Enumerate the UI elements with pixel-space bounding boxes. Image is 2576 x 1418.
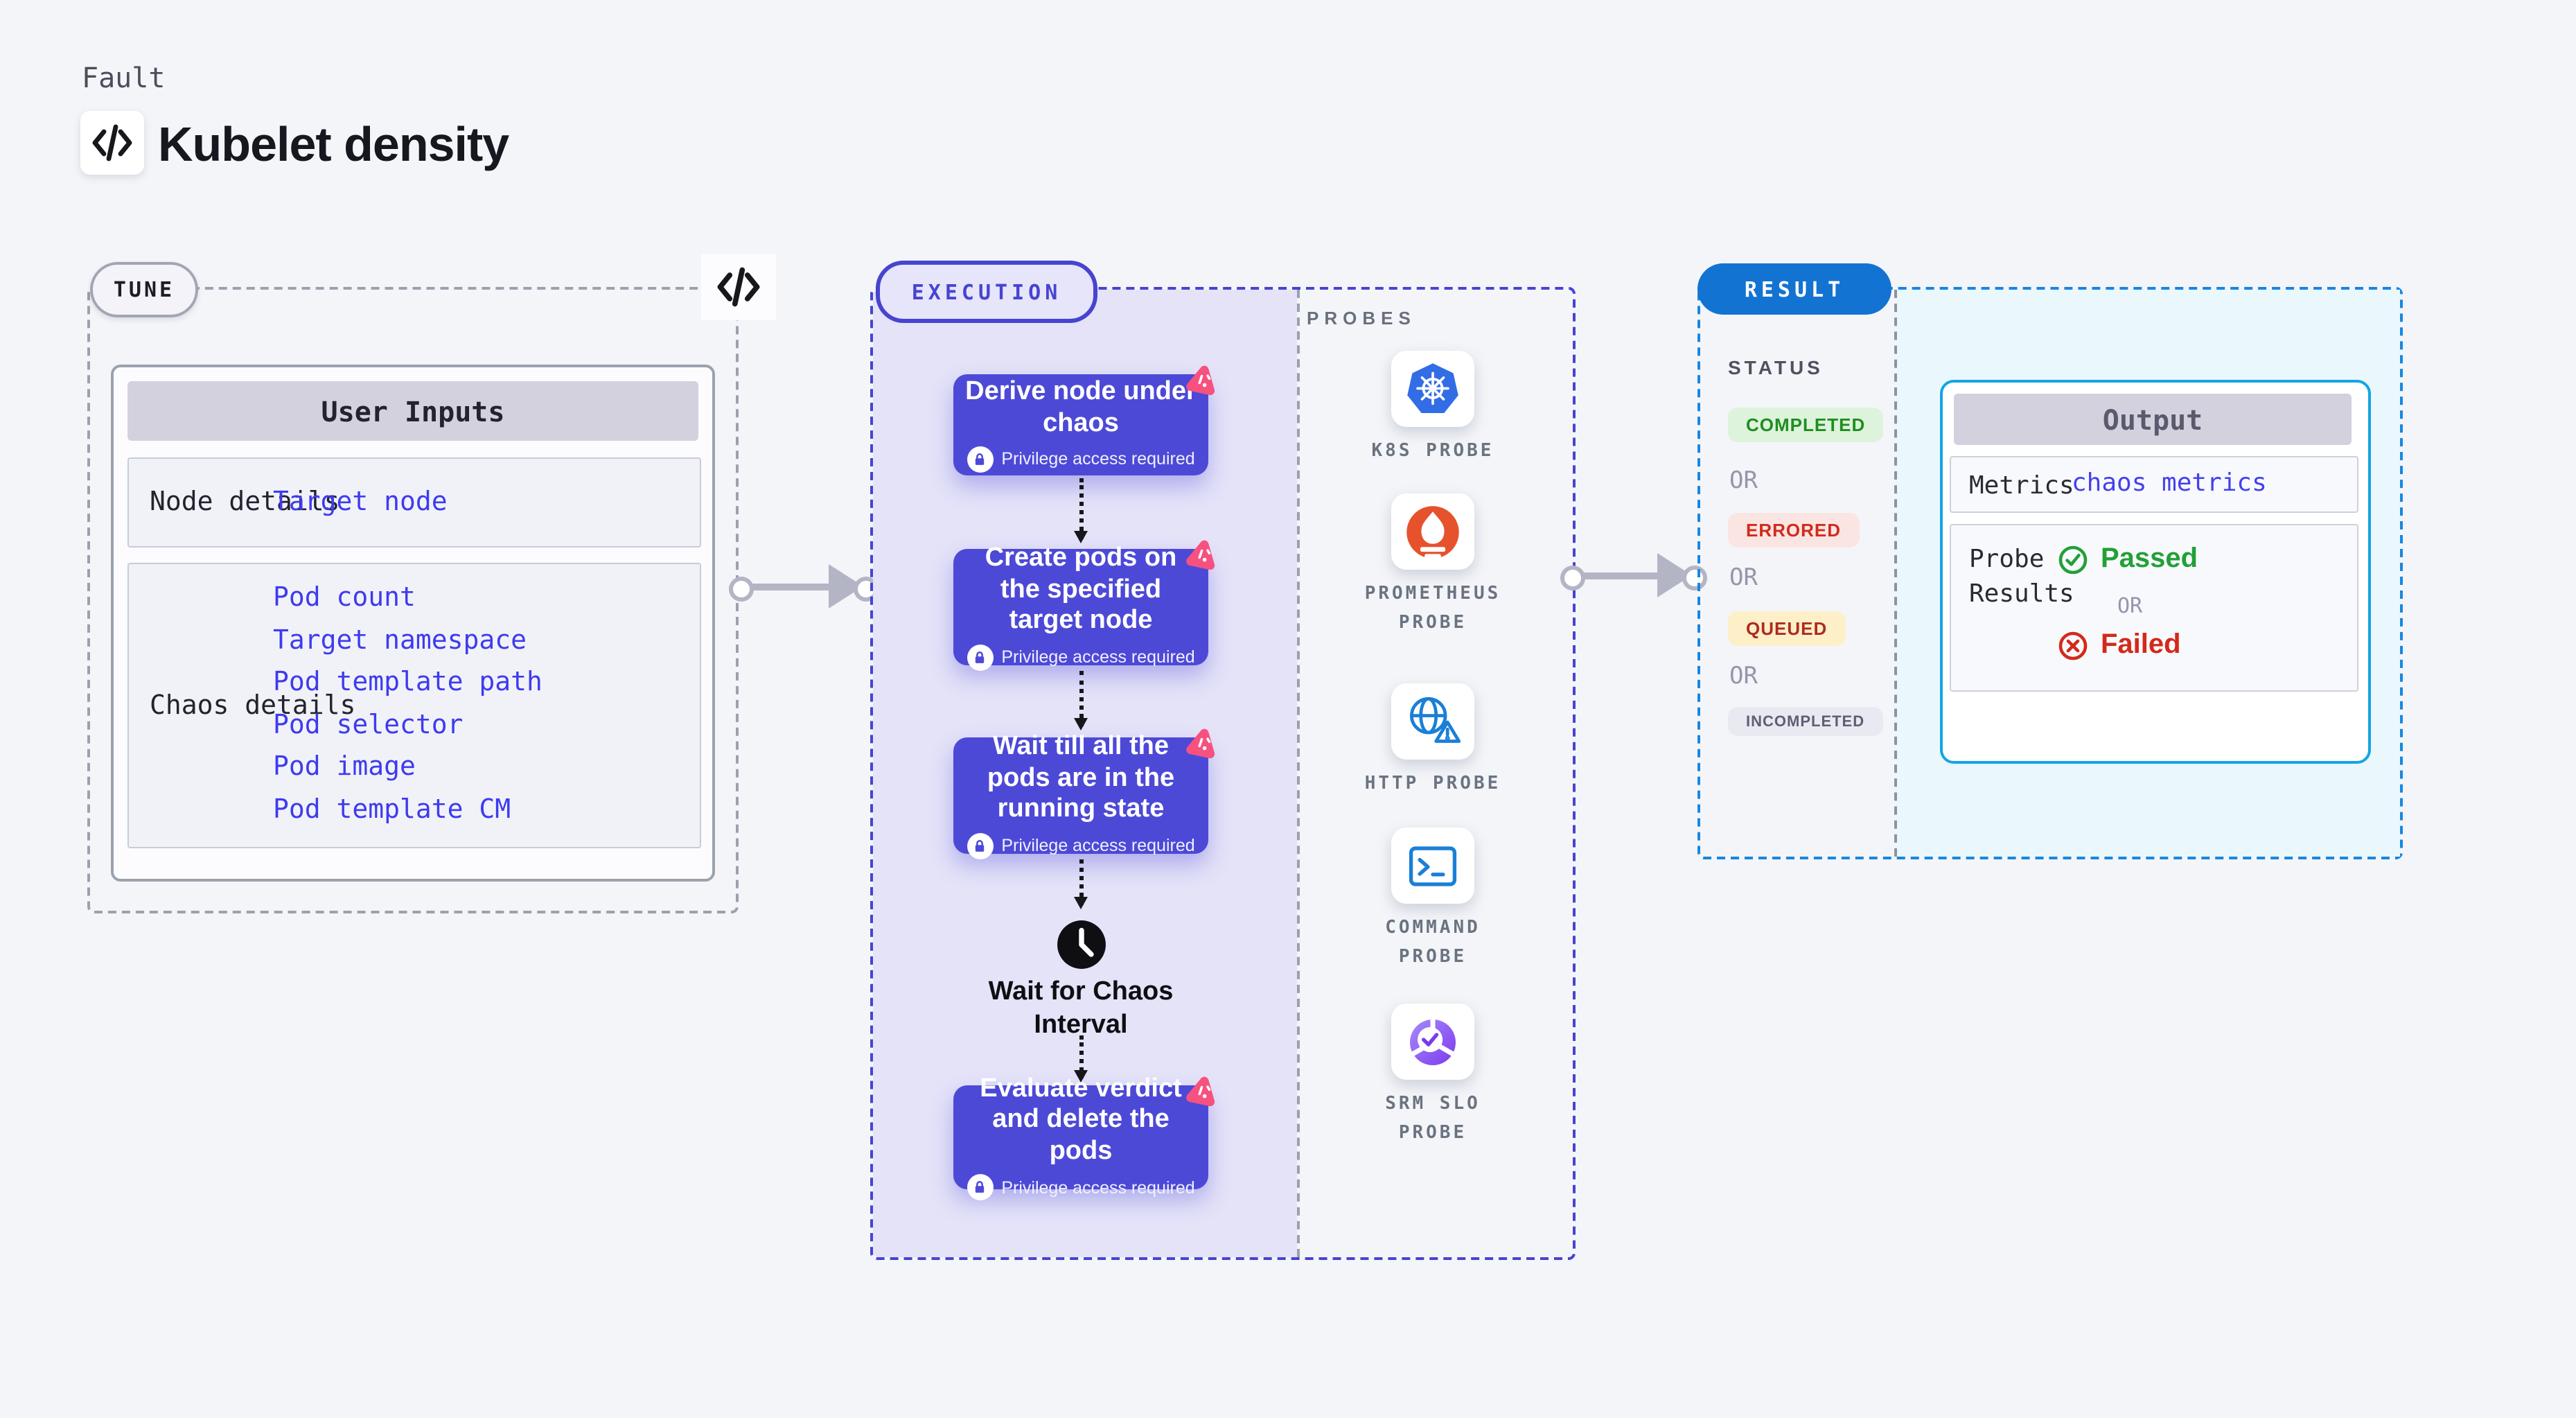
- step-create-pods: Create pods on the specified target node…: [953, 540, 1215, 671]
- slo-gauge-icon: [1391, 1004, 1474, 1080]
- step-derive-node: Derive node under chaos Privilege access…: [953, 365, 1215, 475]
- execution-section: Derive node under chaos Privilege access…: [870, 287, 1576, 1260]
- step-wait-pods-running: Wait till all the pods are in the runnin…: [953, 728, 1215, 859]
- or-label: OR: [1729, 663, 1758, 690]
- lock-icon: [967, 1174, 994, 1201]
- code-connector-icon: [701, 254, 776, 320]
- tune-badge: TUNE: [90, 262, 198, 317]
- probe-command: COMMAND PROBE: [1296, 828, 1570, 972]
- chaos-metrics-link[interactable]: chaos metrics: [2072, 469, 2267, 498]
- probe-http: HTTP PROBE: [1296, 683, 1570, 800]
- probe-name: K8S PROBE: [1371, 441, 1494, 462]
- user-inputs-header: User Inputs: [127, 381, 698, 441]
- or-label: OR: [2117, 593, 2143, 618]
- chaos-step-icon: [1183, 724, 1221, 768]
- or-label: OR: [1729, 467, 1758, 495]
- privilege-note: Privilege access required: [1001, 836, 1195, 856]
- probe-srm-slo: SRM SLO PROBE: [1296, 1004, 1570, 1148]
- connector-arrow: [1074, 1035, 1088, 1083]
- probe-k8s: K8S PROBE: [1296, 351, 1570, 467]
- target-namespace-link[interactable]: Target namespace: [273, 624, 527, 655]
- code-icon: [80, 111, 144, 175]
- probes-label: PROBES: [1307, 308, 1416, 329]
- terminal-icon: [1391, 828, 1474, 904]
- fault-kicker: Fault: [82, 61, 166, 94]
- chaos-step-icon: [1183, 535, 1221, 579]
- pod-selector-link[interactable]: Pod selector: [273, 709, 464, 739]
- probes-panel: PROBES K8S PROBE: [1296, 287, 1570, 1254]
- metrics-row: Metrics chaos metrics: [1950, 456, 2358, 513]
- status-badge-completed: COMPLETED: [1728, 408, 1884, 442]
- failed-label: Failed: [2101, 629, 2181, 660]
- probe-name: COMMAND PROBE: [1385, 918, 1481, 968]
- connector-arrow: [1074, 859, 1088, 909]
- arrow-execution-to-result: [1560, 552, 1707, 599]
- pod-image-link[interactable]: Pod image: [273, 751, 416, 782]
- probe-prometheus: PROMETHEUS PROBE: [1296, 493, 1570, 638]
- step-title: Wait till all the pods are in the runnin…: [987, 732, 1175, 824]
- probe-name: PROMETHEUS PROBE: [1364, 584, 1501, 633]
- status-label: STATUS: [1728, 356, 1824, 378]
- execution-probes-divider: [1297, 290, 1300, 1257]
- passed-label: Passed: [2101, 543, 2198, 574]
- output-header: Output: [1954, 394, 2352, 445]
- connector-arrow: [1074, 671, 1088, 730]
- verdict-passed: Passed: [2058, 543, 2198, 575]
- pod-template-path-link[interactable]: Pod template path: [273, 667, 542, 697]
- status-output-divider: [1894, 290, 1897, 857]
- chaos-step-icon: [1183, 1071, 1221, 1116]
- user-inputs-table: User Inputs Node details Target node Cha…: [111, 365, 715, 882]
- status-badge-errored: ERRORED: [1728, 513, 1860, 548]
- verdict-failed: Failed: [2058, 629, 2181, 661]
- clock-icon: [1056, 919, 1107, 977]
- result-badge: RESULT: [1697, 263, 1891, 315]
- node-details-label: Node details: [150, 487, 340, 517]
- privilege-note: Privilege access required: [1001, 1178, 1195, 1198]
- chaos-details-row: Chaos details Pod count Target namespace…: [127, 563, 701, 848]
- chaos-details-label: Chaos details: [150, 690, 356, 721]
- arrow-tune-to-execution: [729, 563, 879, 610]
- probe-name: SRM SLO PROBE: [1385, 1094, 1481, 1144]
- check-circle-icon: [2058, 545, 2088, 574]
- output-table: Output Metrics chaos metrics Probe Resul…: [1940, 380, 2371, 764]
- status-badge-incompleted: INCOMPLETED: [1728, 707, 1883, 736]
- x-circle-icon: [2058, 631, 2088, 660]
- target-node-link[interactable]: Target node: [273, 487, 448, 517]
- execution-badge: EXECUTION: [876, 261, 1097, 323]
- step-title: Create pods on the specified target node: [985, 543, 1177, 636]
- probe-results-label: Probe Results: [1969, 545, 2074, 609]
- pod-template-cm-link[interactable]: Pod template CM: [273, 794, 511, 824]
- status-badge-queued: QUEUED: [1728, 611, 1846, 646]
- metrics-label: Metrics: [1969, 471, 2074, 500]
- prometheus-icon: [1391, 493, 1474, 570]
- or-label: OR: [1729, 564, 1758, 592]
- wait-for-chaos-interval-label: Wait for Chaos Interval: [988, 977, 1174, 1040]
- chaos-step-icon: [1183, 360, 1221, 405]
- privilege-note: Privilege access required: [1001, 647, 1195, 667]
- node-details-row: Node details Target node: [127, 457, 701, 548]
- lock-icon: [967, 832, 994, 859]
- step-evaluate-verdict: Evaluate verdict and delete the pods Pri…: [953, 1074, 1215, 1201]
- privilege-note: Privilege access required: [1001, 449, 1195, 469]
- lock-icon: [967, 644, 994, 671]
- page-title: Kubelet density: [158, 118, 509, 172]
- probe-name: HTTP PROBE: [1364, 773, 1501, 794]
- probe-results-row: Probe Results Passed OR Failed: [1950, 524, 2358, 692]
- step-title: Evaluate verdict and delete the pods: [980, 1074, 1182, 1166]
- lock-icon: [967, 446, 994, 473]
- connector-arrow: [1074, 478, 1088, 543]
- kubernetes-icon: [1391, 351, 1474, 427]
- pod-count-link[interactable]: Pod count: [273, 582, 416, 613]
- step-title: Derive node under chaos: [965, 377, 1197, 437]
- globe-warning-icon: [1391, 683, 1474, 760]
